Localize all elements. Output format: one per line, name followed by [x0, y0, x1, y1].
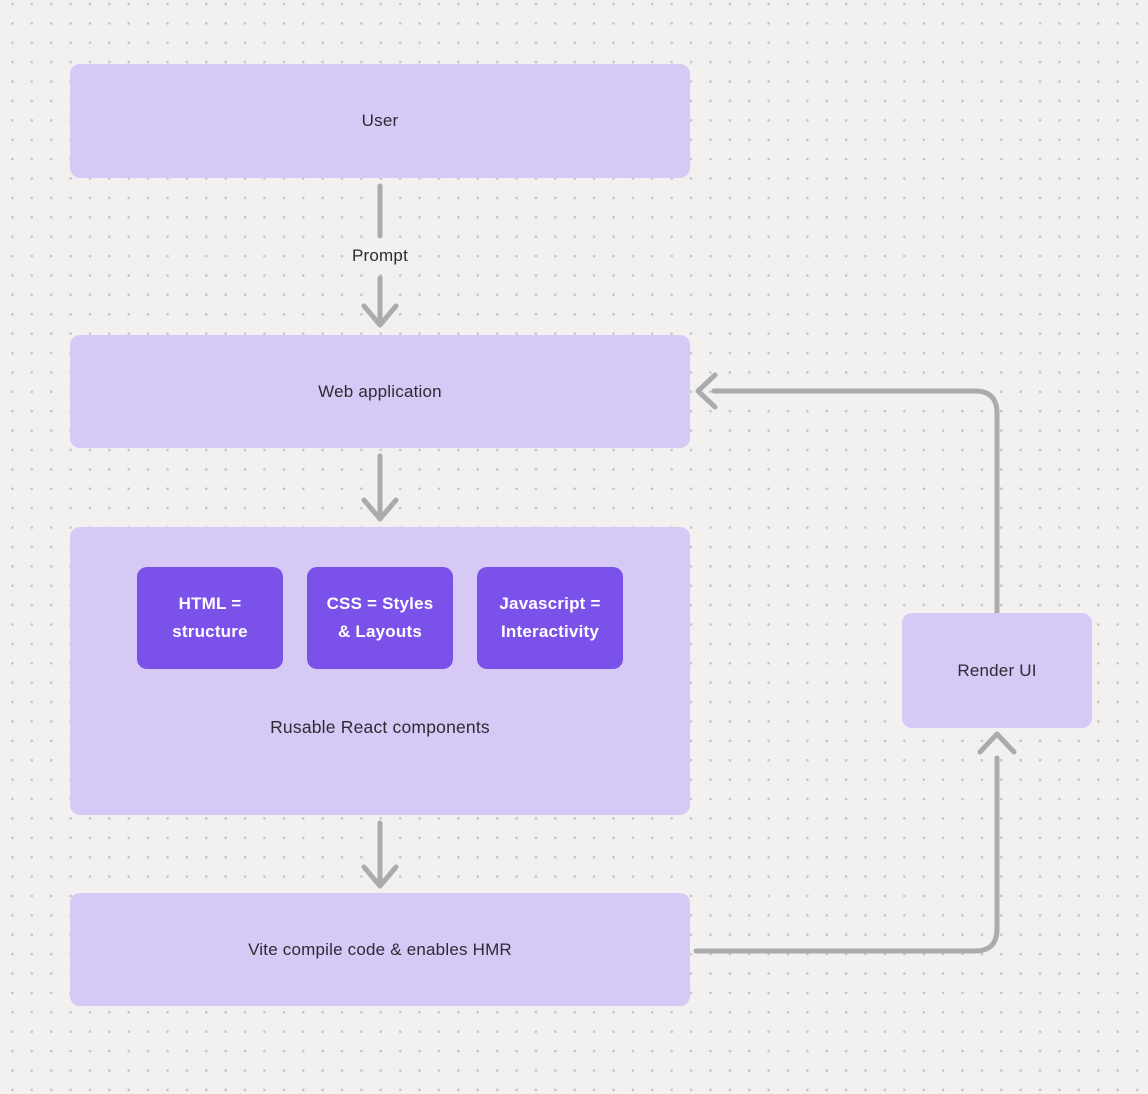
- node-user-label: User: [361, 111, 399, 130]
- node-user: User: [70, 64, 690, 178]
- node-vite-label: Vite compile code & enables HMR: [248, 939, 512, 959]
- edge-webapp-components-arrowhead: [361, 497, 399, 522]
- edge-components-vite-arrowhead: [361, 864, 399, 889]
- edge-user-webapp-arrowhead: [361, 303, 399, 328]
- node-render-ui-label: Render UI: [957, 660, 1037, 680]
- components-group-label: Rusable React components: [270, 717, 490, 737]
- chip-css: CSS = Styles & Layouts: [307, 567, 453, 669]
- node-web-application-label: Web application: [318, 381, 442, 401]
- chip-css-label-line1: CSS = Styles: [326, 594, 434, 613]
- chip-javascript: Javascript = Interactivity: [477, 567, 623, 669]
- chip-javascript-label-line1: Javascript =: [499, 594, 601, 613]
- chip-css-label-line2: & Layouts: [338, 622, 422, 641]
- chip-javascript-label-line2: Interactivity: [500, 622, 600, 641]
- edge-vite-renderui-line: [693, 755, 1000, 954]
- chip-html-label-line2: structure: [172, 622, 248, 641]
- edge-renderui-webapp-arrowhead: [695, 372, 718, 410]
- chip-html-label-line1: HTML =: [178, 594, 242, 613]
- edge-renderui-webapp-line: [711, 388, 1000, 615]
- edge-label-prompt: Prompt: [352, 246, 408, 265]
- node-vite: Vite compile code & enables HMR: [70, 893, 690, 1006]
- chip-html: HTML = structure: [137, 567, 283, 669]
- node-web-application: Web application: [70, 335, 690, 448]
- node-components-group: HTML = structure CSS = Styles & Layouts …: [70, 527, 690, 815]
- edge-vite-renderui-arrowhead: [977, 731, 1017, 755]
- node-render-ui: Render UI: [902, 613, 1092, 728]
